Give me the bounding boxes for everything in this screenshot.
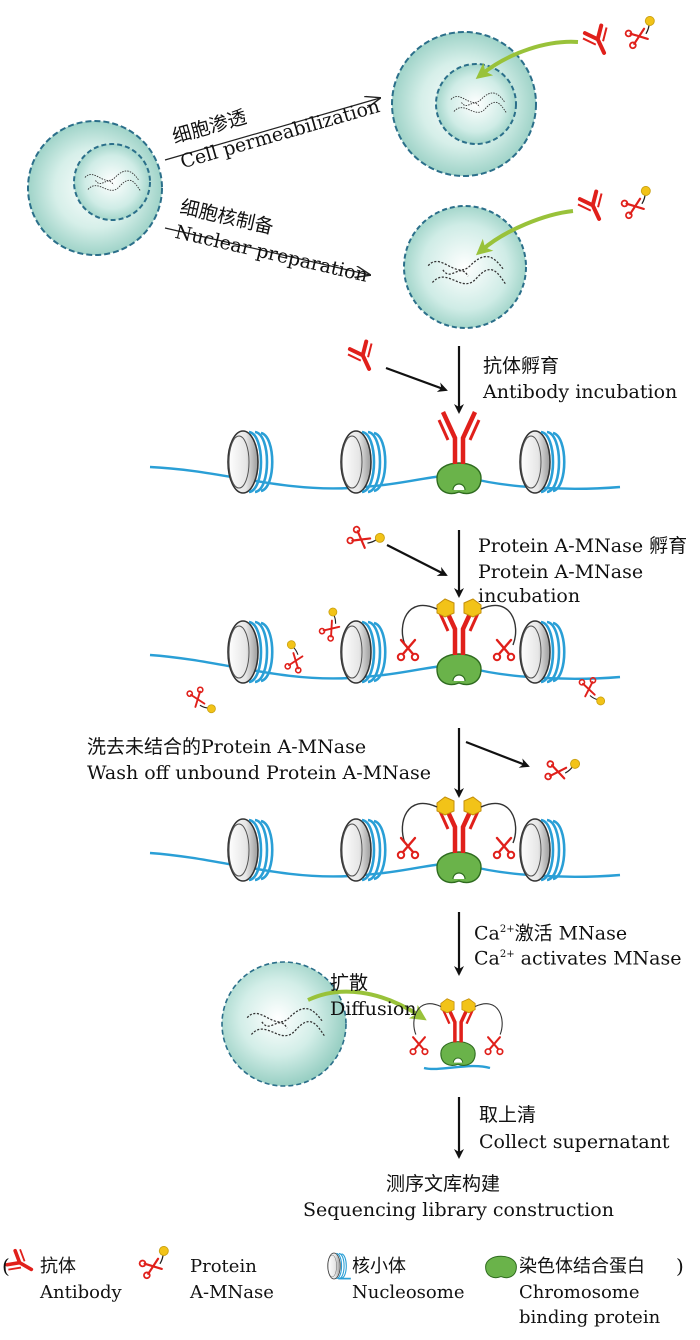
legend-pa-mnase-line1: Protein xyxy=(190,1256,257,1277)
permeabilization-arrow xyxy=(164,98,380,161)
wash-en: Wash off unbound Protein A-MNase xyxy=(87,762,432,784)
pa-mnase-incubation-line2: Protein A-MNase xyxy=(478,561,644,583)
pa-mnase-incubation-line3: incubation xyxy=(478,585,581,607)
library-zh: 测序文库构建 xyxy=(386,1173,501,1195)
antibody-icon xyxy=(574,187,613,227)
add-arrow xyxy=(385,366,448,392)
chromatin-row-1 xyxy=(149,412,621,493)
isolated-nucleus xyxy=(403,205,527,329)
legend-pa-mnase-icon xyxy=(135,1244,176,1281)
legend-binding-protein-icon xyxy=(485,1255,517,1279)
supernatant-zh: 取上清 xyxy=(479,1104,537,1126)
calcium-zh: Ca2+激活 MNase xyxy=(474,922,628,945)
legend-close-paren: ) xyxy=(676,1254,684,1278)
legend-open-paren: ( xyxy=(2,1254,10,1278)
antibody-incubation-en: Antibody incubation xyxy=(483,381,678,403)
calcium-en: Ca2+ activates MNase xyxy=(474,947,682,970)
legend-pa-mnase-line2: A-MNase xyxy=(190,1282,274,1303)
chromatin-row-2 xyxy=(149,598,621,720)
wash-zh: 洗去未结合的Protein A-MNase xyxy=(87,736,367,758)
legend-binding-protein-en1: Chromosome xyxy=(519,1282,640,1303)
remove-arrow xyxy=(465,740,530,768)
pa-mnase-incubation-line1: Protein A-MNase 孵育 xyxy=(478,535,688,557)
legend-antibody-icon xyxy=(3,1245,40,1282)
legend-nucleosome-zh: 核小体 xyxy=(352,1256,406,1277)
legend-nucleosome-icon xyxy=(327,1252,351,1280)
pa-mnase-icon xyxy=(345,519,388,559)
legend-antibody-en: Antibody xyxy=(40,1282,122,1303)
diffusion-en: Diffusion xyxy=(330,998,417,1020)
entry-arrow-2 xyxy=(475,209,574,256)
diffusion-zh: 扩散 xyxy=(330,972,369,994)
legend-nucleosome-en: Nucleosome xyxy=(352,1282,465,1303)
legend-antibody-zh: 抗体 xyxy=(40,1256,76,1277)
pa-mnase-icon xyxy=(543,753,582,786)
antibody-icon xyxy=(579,21,618,61)
source-cell xyxy=(27,120,163,256)
add-arrow xyxy=(386,544,448,576)
antibody-incubation-zh: 抗体孵育 xyxy=(483,355,560,377)
pa-mnase-icon xyxy=(617,184,658,221)
legend-symbols xyxy=(3,1244,517,1282)
nuclear-prep-arrow xyxy=(164,227,370,275)
released-fragment xyxy=(221,961,504,1087)
chromatin-row-3 xyxy=(149,796,621,882)
pa-mnase-icon xyxy=(621,14,662,51)
entry-arrow-1 xyxy=(475,39,579,79)
legend-binding-protein-zh: 染色体结合蛋白 xyxy=(519,1256,645,1277)
antibody-icon xyxy=(344,337,383,377)
supernatant-en: Collect supernatant xyxy=(479,1131,670,1153)
library-en: Sequencing library construction xyxy=(303,1199,614,1221)
legend-binding-protein-en2: binding protein xyxy=(519,1307,661,1328)
